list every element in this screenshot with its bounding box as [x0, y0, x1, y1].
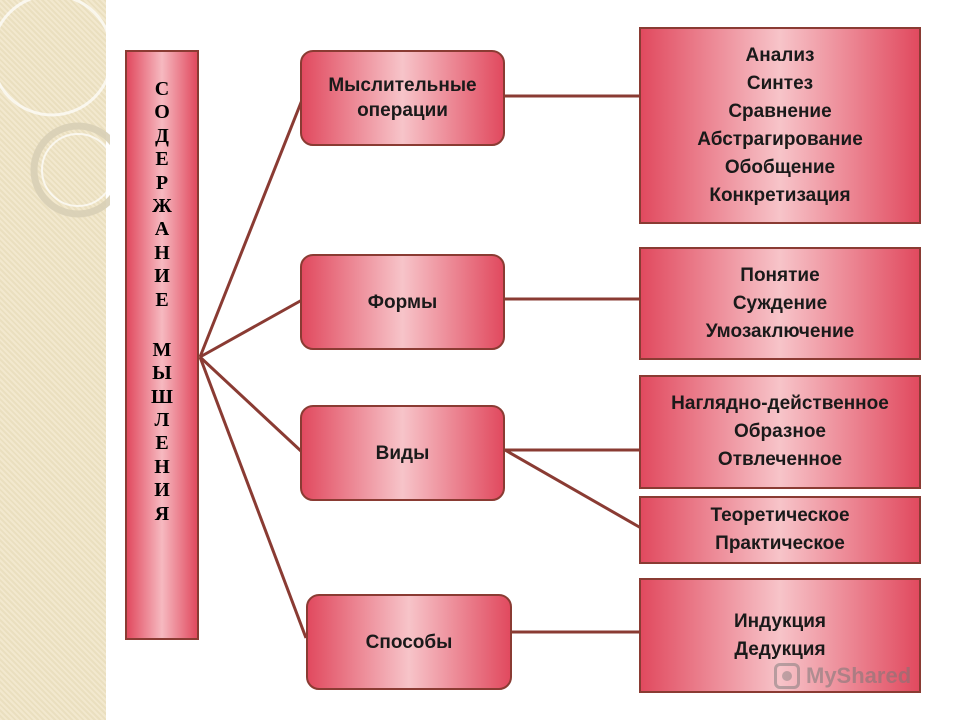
title-letter: Д [155, 124, 169, 147]
title-letter: Н [154, 455, 170, 478]
forms-list-box: Понятие Суждение Умозаключение [639, 247, 921, 360]
title-letter: А [154, 218, 170, 241]
list-item: Синтез [746, 72, 814, 94]
title-letter: С [154, 78, 170, 100]
title-letter: И [154, 479, 170, 502]
watermark: MyShared [774, 660, 911, 692]
title-letter: Ш [151, 385, 173, 408]
title-letter: О [154, 101, 170, 124]
myshared-logo-icon [774, 663, 800, 689]
types-list-box-a: Наглядно-действенное Образное Отвлеченно… [639, 375, 921, 489]
list-item: Индукция [734, 610, 826, 632]
vertical-title-box: С О Д Е Р Ж А Н И Е М Ы Ш Л Е Н И Я [125, 50, 199, 640]
methods-label: Способы [365, 631, 453, 653]
operations-box: Мыслительные операции [300, 50, 505, 146]
list-item: Дедукция [734, 638, 826, 660]
connector-types-to-list-b [504, 448, 642, 530]
list-item: Сравнение [728, 100, 832, 122]
list-item: Теоретическое [710, 505, 850, 526]
list-item: Практическое [715, 533, 845, 554]
title-letter: Р [155, 171, 169, 194]
list-item: Отвлеченное [717, 449, 843, 470]
list-item: Абстрагирование [697, 128, 863, 150]
types-label: Виды [375, 442, 430, 464]
title-letter: И [154, 265, 170, 288]
title-letter: Я [154, 502, 170, 525]
forms-label: Формы [367, 291, 438, 313]
list-item: Суждение [732, 292, 828, 314]
list-item: Конкретизация [709, 184, 851, 206]
title-letter: Л [154, 409, 170, 432]
list-item: Понятие [740, 264, 820, 286]
decorative-rings [0, 0, 110, 218]
connector-title-to-methods [198, 356, 308, 639]
title-letter: Е [155, 288, 169, 311]
title-letter: М [152, 338, 172, 361]
list-item: Наглядно-действенное [671, 393, 889, 414]
types-box: Виды [300, 405, 505, 501]
forms-box: Формы [300, 254, 505, 350]
title-letter: Ы [152, 362, 172, 385]
methods-list-box: Индукция Дедукция [639, 578, 921, 693]
operations-list-box: Анализ Синтез Сравнение Абстрагирование … [639, 27, 921, 224]
title-letter: Н [154, 241, 170, 264]
connector-title-to-operations [198, 99, 304, 358]
connector-title-to-types [198, 355, 304, 454]
list-item: Обобщение [724, 156, 836, 178]
watermark-text: MyShared [806, 663, 912, 688]
title-letter: Е [155, 432, 169, 455]
types-list-box-b: Теоретическое Практическое [639, 496, 921, 564]
list-item: Умозаключение [705, 320, 855, 342]
decorative-side-band [0, 0, 106, 720]
title-letter: Ж [152, 194, 172, 217]
methods-box: Способы [306, 594, 512, 690]
connector-title-to-forms [199, 298, 303, 359]
list-item: Образное [733, 421, 826, 442]
list-item: Анализ [745, 44, 815, 66]
title-letter: Е [155, 148, 169, 171]
operations-label: Мыслительные операции [328, 75, 477, 121]
